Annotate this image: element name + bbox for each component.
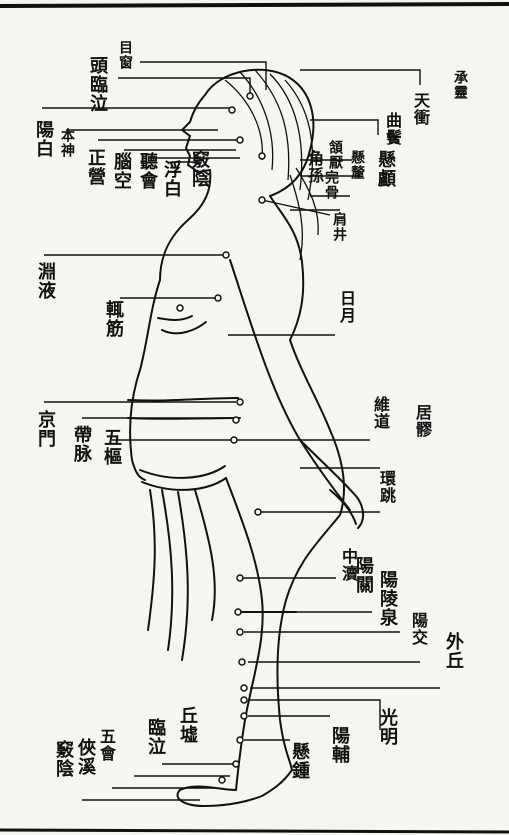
point-foot-2: [219, 777, 225, 783]
label-xuanlu: 懸顱: [376, 150, 394, 188]
point-thigh: [237, 575, 243, 581]
point-leg-4: [241, 697, 247, 703]
label-wushu: 五樞: [102, 428, 120, 466]
border: [0, 4, 509, 832]
label-muchuang: 目窗: [118, 40, 132, 70]
label-huantiao: 環跳: [378, 470, 394, 504]
label-xuanli: 懸釐: [350, 150, 364, 180]
label-qiaoyin-foot: 竅陰: [54, 740, 72, 778]
label-jingmen: 京門: [36, 410, 54, 448]
label-tou-linqi: 頭臨泣: [88, 56, 106, 113]
label-tianchong: 天衝: [412, 92, 428, 126]
label-yangguan: 陽關: [354, 556, 372, 594]
label-qiaoyin-head: 竅陰: [190, 150, 208, 188]
label-guangming: 光明: [378, 708, 396, 746]
label-yangfu: 陽輔: [330, 726, 348, 764]
label-jianjing: 肩井: [332, 212, 346, 242]
label-xiaxi: 俠溪: [76, 738, 94, 776]
point-shoulder: [259, 197, 265, 203]
point-hip: [255, 509, 261, 515]
point-head-2: [229, 107, 235, 113]
point-rib: [177, 305, 183, 311]
label-wangu: 完骨: [324, 170, 338, 200]
point-leg-5: [241, 713, 247, 719]
label-yuanye: 淵液: [36, 262, 54, 300]
label-riyue: 日月: [338, 290, 354, 324]
label-yangbai: 陽白: [34, 120, 52, 158]
label-weidao: 維道: [372, 396, 388, 430]
acupoints: [177, 93, 265, 783]
label-yangjiao: 陽交: [410, 612, 426, 646]
label-tinghui: 聽會: [138, 152, 156, 190]
label-daimai: 帶脉: [72, 425, 90, 463]
label-hanyan: 頷厭: [328, 140, 342, 170]
label-wuhui: 五會: [98, 728, 114, 762]
label-zhengying: 正營: [86, 148, 104, 186]
point-flank-2: [233, 417, 239, 423]
label-naokong: 腦空: [112, 152, 130, 190]
label-chengling: 承靈: [453, 70, 467, 100]
point-axilla: [223, 252, 229, 258]
point-foot-1: [233, 761, 239, 767]
label-yanglingquan: 陽陵泉: [378, 570, 396, 627]
point-head-1: [247, 93, 253, 99]
label-linqi-foot: 臨泣: [146, 718, 164, 756]
label-qiuxu: 丘墟: [178, 706, 196, 744]
point-chest: [215, 295, 221, 301]
label-juliao: 居髎: [414, 404, 430, 438]
point-ankle: [237, 737, 243, 743]
point-flank-1: [237, 399, 243, 405]
point-leg-2: [239, 659, 245, 665]
label-xuanzhong: 懸鍾: [290, 742, 308, 780]
label-jiaosun: 角孫: [306, 150, 322, 184]
label-fubai: 浮白: [162, 160, 180, 198]
point-head-4: [259, 153, 265, 159]
point-knee: [235, 609, 241, 615]
label-zhejin: 輒筋: [104, 300, 122, 338]
point-leg-1: [237, 629, 243, 635]
label-qubin: 曲鬢: [384, 112, 400, 146]
point-leg-3: [241, 685, 247, 691]
label-benshen: 本神: [60, 128, 74, 158]
point-flank-3: [231, 437, 237, 443]
point-head-3: [237, 137, 243, 143]
label-waiqiu: 外丘: [444, 632, 462, 670]
